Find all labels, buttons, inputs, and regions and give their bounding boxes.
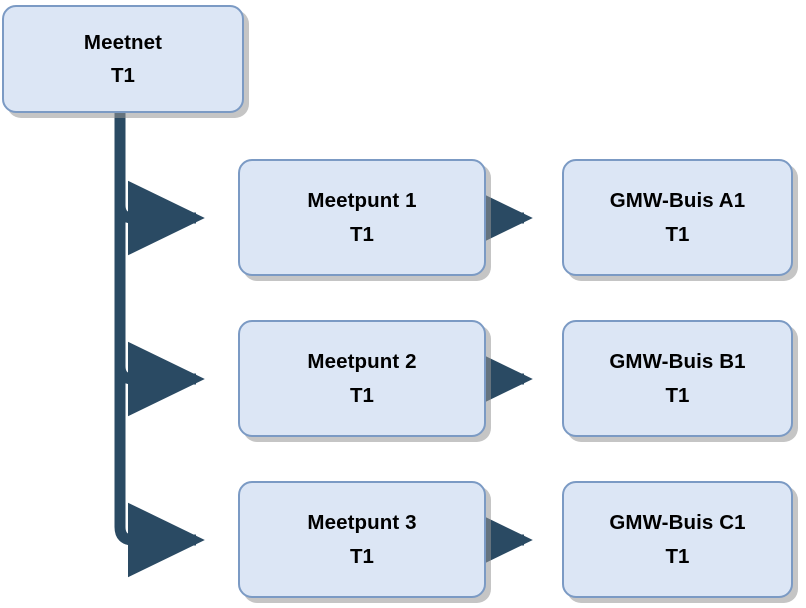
node-gmw-buis-a1[interactable]: GMW-Buis A1 T1 (562, 159, 793, 276)
node-gmw-buis-a1-title: GMW-Buis A1 (609, 189, 746, 213)
edge-meetnet-meetpunt-1 (114, 180, 205, 256)
node-meetpunt-2-title: Meetpunt 2 (307, 350, 417, 374)
node-meetpunt-1-title: Meetpunt 1 (307, 189, 417, 213)
node-meetpunt-1-subtitle: T1 (349, 222, 375, 246)
node-meetnet-subtitle: T1 (110, 64, 136, 87)
node-meetnet[interactable]: Meetnet T1 (2, 5, 244, 113)
node-meetpunt-3-title: Meetpunt 3 (307, 511, 417, 535)
node-gmw-buis-c1-subtitle: T1 (665, 544, 690, 568)
node-meetpunt-3[interactable]: Meetpunt 3 T1 (238, 481, 486, 598)
node-gmw-buis-c1[interactable]: GMW-Buis C1 T1 (562, 481, 793, 598)
trunk-line (114, 113, 205, 578)
node-meetpunt-2-subtitle: T1 (349, 383, 375, 407)
node-gmw-buis-a1-subtitle: T1 (665, 222, 690, 246)
node-gmw-buis-c1-title: GMW-Buis C1 (609, 511, 746, 535)
node-gmw-buis-b1-subtitle: T1 (665, 383, 690, 407)
node-meetnet-title: Meetnet (83, 30, 163, 54)
node-meetpunt-2[interactable]: Meetpunt 2 T1 (238, 320, 486, 437)
node-meetpunt-1[interactable]: Meetpunt 1 T1 (238, 159, 486, 276)
edge-meetnet-meetpunt-2 (114, 341, 205, 417)
node-gmw-buis-b1-title: GMW-Buis B1 (609, 350, 746, 374)
node-meetpunt-3-subtitle: T1 (349, 544, 375, 568)
node-gmw-buis-b1[interactable]: GMW-Buis B1 T1 (562, 320, 793, 437)
